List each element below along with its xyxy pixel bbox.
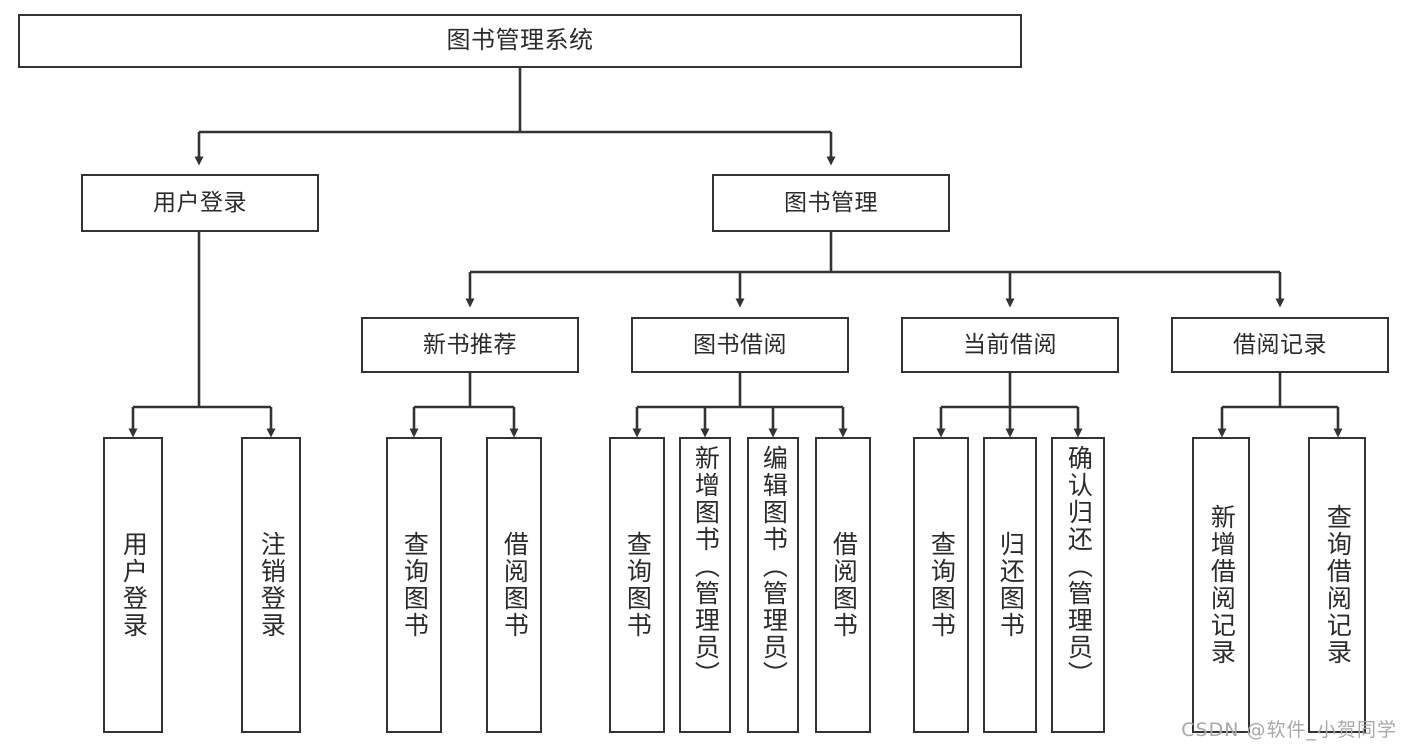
leaf-return-book-label: 归还图书 <box>996 531 1026 639</box>
leaf-edit-book-label: 编辑图书（管理员） <box>759 445 789 688</box>
leaf-logout-label: 注销登录 <box>257 531 287 639</box>
leaf-add-record-label: 新增借阅记录 <box>1207 504 1237 666</box>
leaf-borrow-book-1[interactable]: 借阅图书 <box>486 437 542 733</box>
node-book-management[interactable]: 图书管理 <box>712 174 950 232</box>
leaf-add-book[interactable]: 新增图书（管理员） <box>679 437 731 733</box>
node-borrow-record-label: 借阅记录 <box>1233 331 1327 358</box>
node-new-book-recommend-label: 新书推荐 <box>423 331 517 358</box>
node-user-login-label: 用户登录 <box>153 189 247 216</box>
leaf-query-book-3-label: 查询图书 <box>927 531 957 639</box>
csdn-watermark: CSDN @软件_小贺同学 <box>1181 719 1397 741</box>
leaf-query-book-2[interactable]: 查询图书 <box>609 437 665 733</box>
leaf-confirm-return[interactable]: 确认归还（管理员） <box>1051 437 1105 733</box>
leaf-add-record[interactable]: 新增借阅记录 <box>1192 437 1250 733</box>
node-book-management-label: 图书管理 <box>784 189 878 216</box>
leaf-query-record-label: 查询借阅记录 <box>1323 504 1353 666</box>
leaf-query-book-2-label: 查询图书 <box>623 531 653 639</box>
leaf-borrow-book-2-label: 借阅图书 <box>829 531 859 639</box>
leaf-return-book[interactable]: 归还图书 <box>983 437 1037 733</box>
leaf-user-login[interactable]: 用户登录 <box>103 437 163 733</box>
node-current-borrow[interactable]: 当前借阅 <box>901 317 1119 373</box>
node-book-borrow-label: 图书借阅 <box>693 331 787 358</box>
leaf-query-record[interactable]: 查询借阅记录 <box>1308 437 1366 733</box>
node-user-login[interactable]: 用户登录 <box>81 174 319 232</box>
node-book-borrow[interactable]: 图书借阅 <box>631 317 849 373</box>
leaf-query-book-1-label: 查询图书 <box>400 531 430 639</box>
leaf-edit-book[interactable]: 编辑图书（管理员） <box>747 437 799 733</box>
node-new-book-recommend[interactable]: 新书推荐 <box>361 317 579 373</box>
leaf-confirm-return-label: 确认归还（管理员） <box>1064 445 1094 688</box>
node-current-borrow-label: 当前借阅 <box>963 331 1057 358</box>
leaf-user-login-label: 用户登录 <box>119 531 149 639</box>
node-root[interactable]: 图书管理系统 <box>18 14 1022 68</box>
leaf-query-book-1[interactable]: 查询图书 <box>386 437 442 733</box>
node-root-label: 图书管理系统 <box>446 26 594 55</box>
leaf-borrow-book-1-label: 借阅图书 <box>500 531 530 639</box>
leaf-add-book-label: 新增图书（管理员） <box>691 445 721 688</box>
leaf-borrow-book-2[interactable]: 借阅图书 <box>815 437 871 733</box>
node-borrow-record[interactable]: 借阅记录 <box>1171 317 1389 373</box>
leaf-query-book-3[interactable]: 查询图书 <box>913 437 969 733</box>
leaf-logout[interactable]: 注销登录 <box>241 437 301 733</box>
